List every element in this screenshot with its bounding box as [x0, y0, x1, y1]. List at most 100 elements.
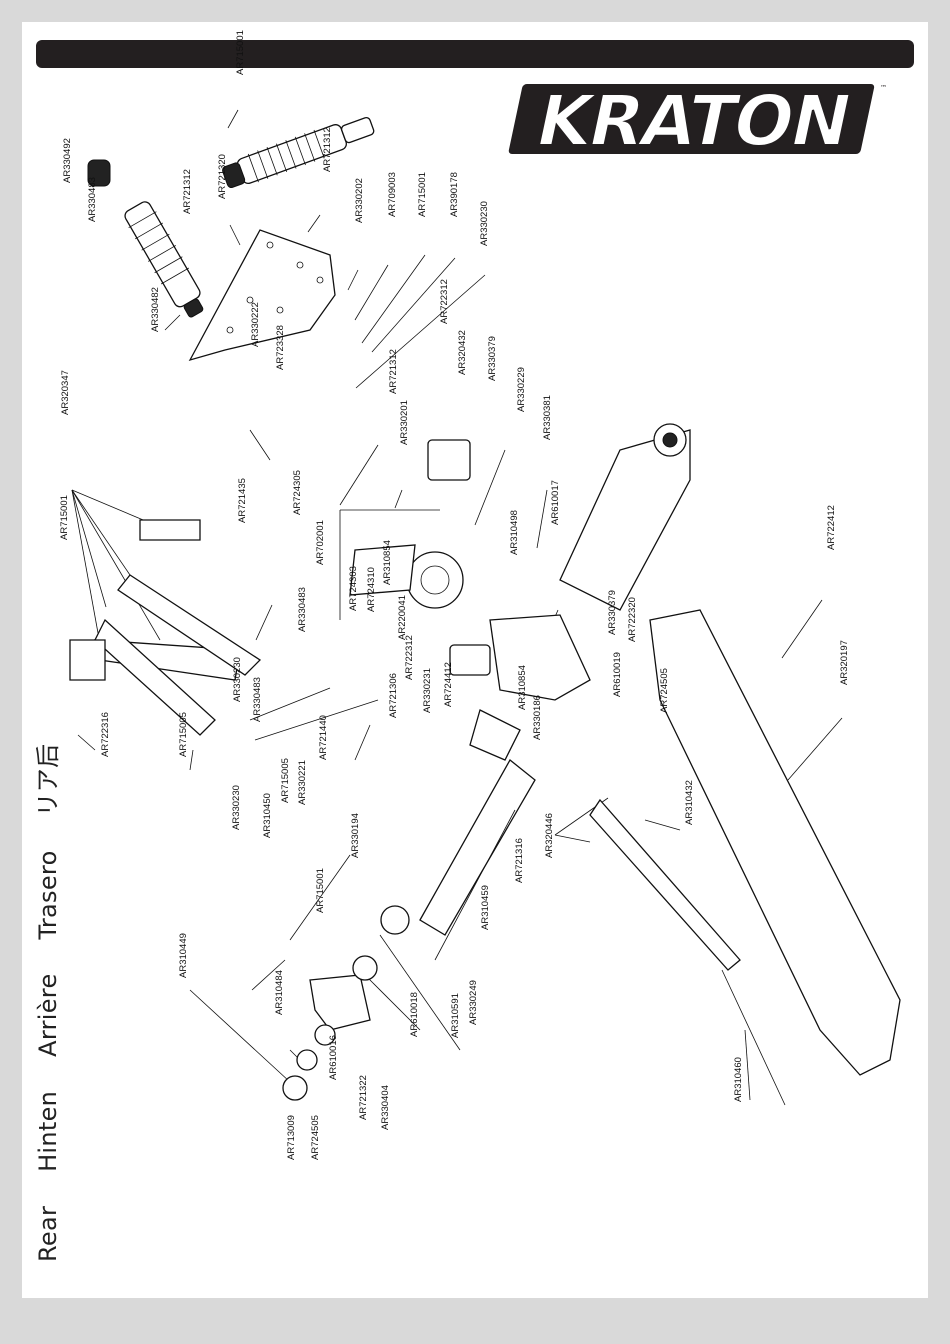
part-label-ar715005: AR715005	[280, 758, 291, 803]
part-label-ar330194: AR330194	[350, 813, 361, 858]
part-label-ar724305: AR724305	[292, 470, 303, 515]
part-label-ar310854: AR310854	[382, 540, 393, 585]
part-label-ar310432: AR310432	[684, 780, 695, 825]
hinge-pin	[249, 429, 271, 461]
part-label-ar721312: AR721312	[322, 127, 333, 172]
part-label-ar330222: AR330222	[250, 302, 261, 347]
part-label-ar310450: AR310450	[262, 793, 273, 838]
part-label-ar330381: AR330381	[542, 395, 553, 440]
chassis-brace	[589, 798, 741, 971]
part-label-ar721312: AR721312	[388, 349, 399, 394]
part-label-ar310460: AR310460	[733, 1057, 744, 1102]
part-label-ar724412: AR724412	[443, 662, 454, 707]
bearing	[314, 1024, 336, 1046]
part-label-ar330379: AR330379	[487, 336, 498, 381]
part-label-ar330483: AR330483	[297, 587, 308, 632]
rear-shock-lower	[124, 201, 204, 318]
part-label-ar715001: AR715001	[315, 868, 326, 913]
header-bar	[36, 40, 914, 68]
part-label-ar610017: AR610017	[550, 480, 561, 525]
rod-end	[251, 959, 286, 991]
gearbox-cover	[349, 544, 416, 596]
part-label-ar390178: AR390178	[449, 172, 460, 217]
part-label-ar220041: AR220041	[397, 595, 408, 640]
outer-bearing	[352, 955, 378, 981]
part-label-ar330231: AR330231	[422, 668, 433, 713]
part-label-ar330201: AR330201	[399, 400, 410, 445]
part-label-ar713009: AR713009	[286, 1115, 297, 1160]
part-label-ar722312: AR722312	[439, 279, 450, 324]
part-label-ar320432: AR320432	[457, 330, 468, 375]
part-label-ar330404: AR330404	[380, 1085, 391, 1130]
part-label-ar610019: AR610019	[612, 652, 623, 697]
part-label-ar723328: AR723328	[275, 325, 286, 370]
shock-tower-holes	[226, 241, 324, 334]
part-label-ar722320: AR722320	[627, 597, 638, 642]
part-label-ar721322: AR721322	[358, 1075, 369, 1120]
part-label-ar310449: AR310449	[178, 933, 189, 978]
part-label-ar715001: AR715001	[59, 495, 70, 540]
main-chassis	[649, 609, 901, 1076]
shock-tower	[188, 229, 336, 362]
part-label-ar715005: AR715005	[178, 712, 189, 757]
gearbox-case	[489, 614, 591, 701]
part-label-ar724505: AR724505	[659, 668, 670, 713]
part-label-ar724505: AR724505	[310, 1115, 321, 1160]
diff-mount	[427, 439, 471, 481]
part-label-ar320197: AR320197	[839, 640, 850, 685]
turnbuckle-long	[289, 854, 351, 941]
upper-arm	[117, 574, 262, 676]
wheel-nut	[282, 1075, 308, 1101]
link-mount-lower	[69, 639, 106, 681]
part-label-ar330482: AR330482	[150, 287, 161, 332]
part-label-ar702001: AR702001	[315, 520, 326, 565]
inner-hinge-pin	[434, 809, 516, 961]
part-label-ar610016: AR610016	[328, 1035, 339, 1080]
right-lower-arm	[559, 429, 691, 611]
part-label-ar330230: AR330230	[231, 785, 242, 830]
pinion-mount	[449, 644, 491, 676]
link-mount-upper	[139, 519, 201, 541]
part-label-ar310591: AR310591	[450, 993, 461, 1038]
part-label-ar724310: AR724310	[366, 567, 377, 612]
part-label-ar721312: AR721312	[182, 169, 193, 214]
part-label-ar709003: AR709003	[387, 172, 398, 217]
cvd-cup	[380, 905, 410, 935]
part-label-ar310498: AR310498	[509, 510, 520, 555]
turnbuckle-short	[354, 724, 371, 761]
part-label-ar722412: AR722412	[826, 505, 837, 550]
part-label-ar330492: AR330492	[62, 138, 73, 183]
part-label-ar721435: AR721435	[237, 478, 248, 523]
differential	[406, 551, 464, 609]
link-screw	[255, 604, 273, 641]
part-label-ar330221: AR330221	[297, 760, 308, 805]
part-label-ar724303: AR724303	[348, 566, 359, 611]
camber-link	[94, 618, 216, 736]
hub	[296, 1049, 318, 1071]
part-label-ar330229: AR330229	[516, 367, 527, 412]
part-label-ar330483: AR330483	[252, 677, 263, 722]
part-label-ar320446: AR320446	[544, 813, 555, 858]
rear-hub-carrier	[309, 974, 371, 1031]
part-label-ar330202: AR330202	[354, 178, 365, 223]
rear-shock-upper	[222, 116, 375, 189]
part-label-ar330249: AR330249	[468, 980, 479, 1025]
part-label-ar721316: AR721316	[514, 838, 525, 883]
part-label-ar722312: AR722312	[404, 635, 415, 680]
part-label-ar330379: AR330379	[607, 590, 618, 635]
part-label-ar721306: AR721306	[388, 673, 399, 718]
shock-cap	[87, 159, 111, 187]
part-label-ar722316: AR722316	[100, 712, 111, 757]
lower-arm	[419, 759, 536, 936]
part-label-ar310459: AR310459	[480, 885, 491, 930]
part-label-ar715001: AR715001	[235, 30, 246, 75]
part-label-ar715001: AR715001	[417, 172, 428, 217]
part-label-ar310854: AR310854	[517, 665, 528, 710]
logo-wordmark: KRATON	[529, 80, 857, 162]
part-label-ar721440: AR721440	[318, 715, 329, 760]
trademark-symbol: ™	[880, 84, 887, 92]
part-label-ar610018: AR610018	[409, 992, 420, 1037]
part-label-ar320347: AR320347	[60, 370, 71, 415]
part-label-ar330483: AR330483	[87, 177, 98, 222]
